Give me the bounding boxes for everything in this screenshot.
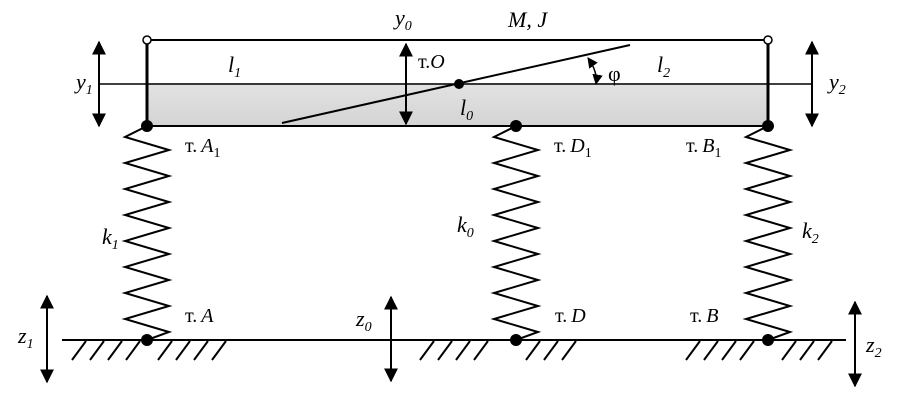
label-l1: l1 <box>228 52 241 81</box>
label-point-B1: т.B1 <box>686 135 721 161</box>
label-k1: k1 <box>102 224 119 253</box>
point-A-dot <box>141 334 153 346</box>
corner-hinge-left <box>142 35 152 45</box>
label-point-A: т.A <box>185 305 214 327</box>
label-point-O: т.O <box>418 51 445 73</box>
corner-hinge-right <box>763 35 773 45</box>
label-phi: φ <box>608 61 621 86</box>
label-y1: y1 <box>74 69 93 98</box>
label-point-A1: т.A1 <box>185 135 220 161</box>
label-mass-inertia: M, J <box>507 7 548 32</box>
label-point-D: т.D <box>555 305 586 327</box>
point-B-dot <box>762 334 774 346</box>
ground-hatching <box>71 340 833 361</box>
point-O-dot <box>454 79 464 89</box>
label-z2: z2 <box>865 332 882 361</box>
label-point-D1: т.D1 <box>554 135 592 161</box>
label-z0: z0 <box>355 306 372 335</box>
label-z1: z1 <box>17 323 34 352</box>
label-k0: k0 <box>457 212 474 241</box>
label-l0: l0 <box>460 95 473 124</box>
spring-k0 <box>490 125 542 341</box>
spring-k2 <box>742 125 794 341</box>
label-k2: k2 <box>802 218 819 247</box>
label-l2: l2 <box>657 52 670 81</box>
label-y2: y2 <box>827 69 846 98</box>
point-D-dot <box>510 334 522 346</box>
phi-angle-arc <box>587 57 603 86</box>
spring-k1 <box>121 125 173 341</box>
label-point-B: т.B <box>690 305 718 327</box>
label-y0: y0 <box>393 5 412 34</box>
